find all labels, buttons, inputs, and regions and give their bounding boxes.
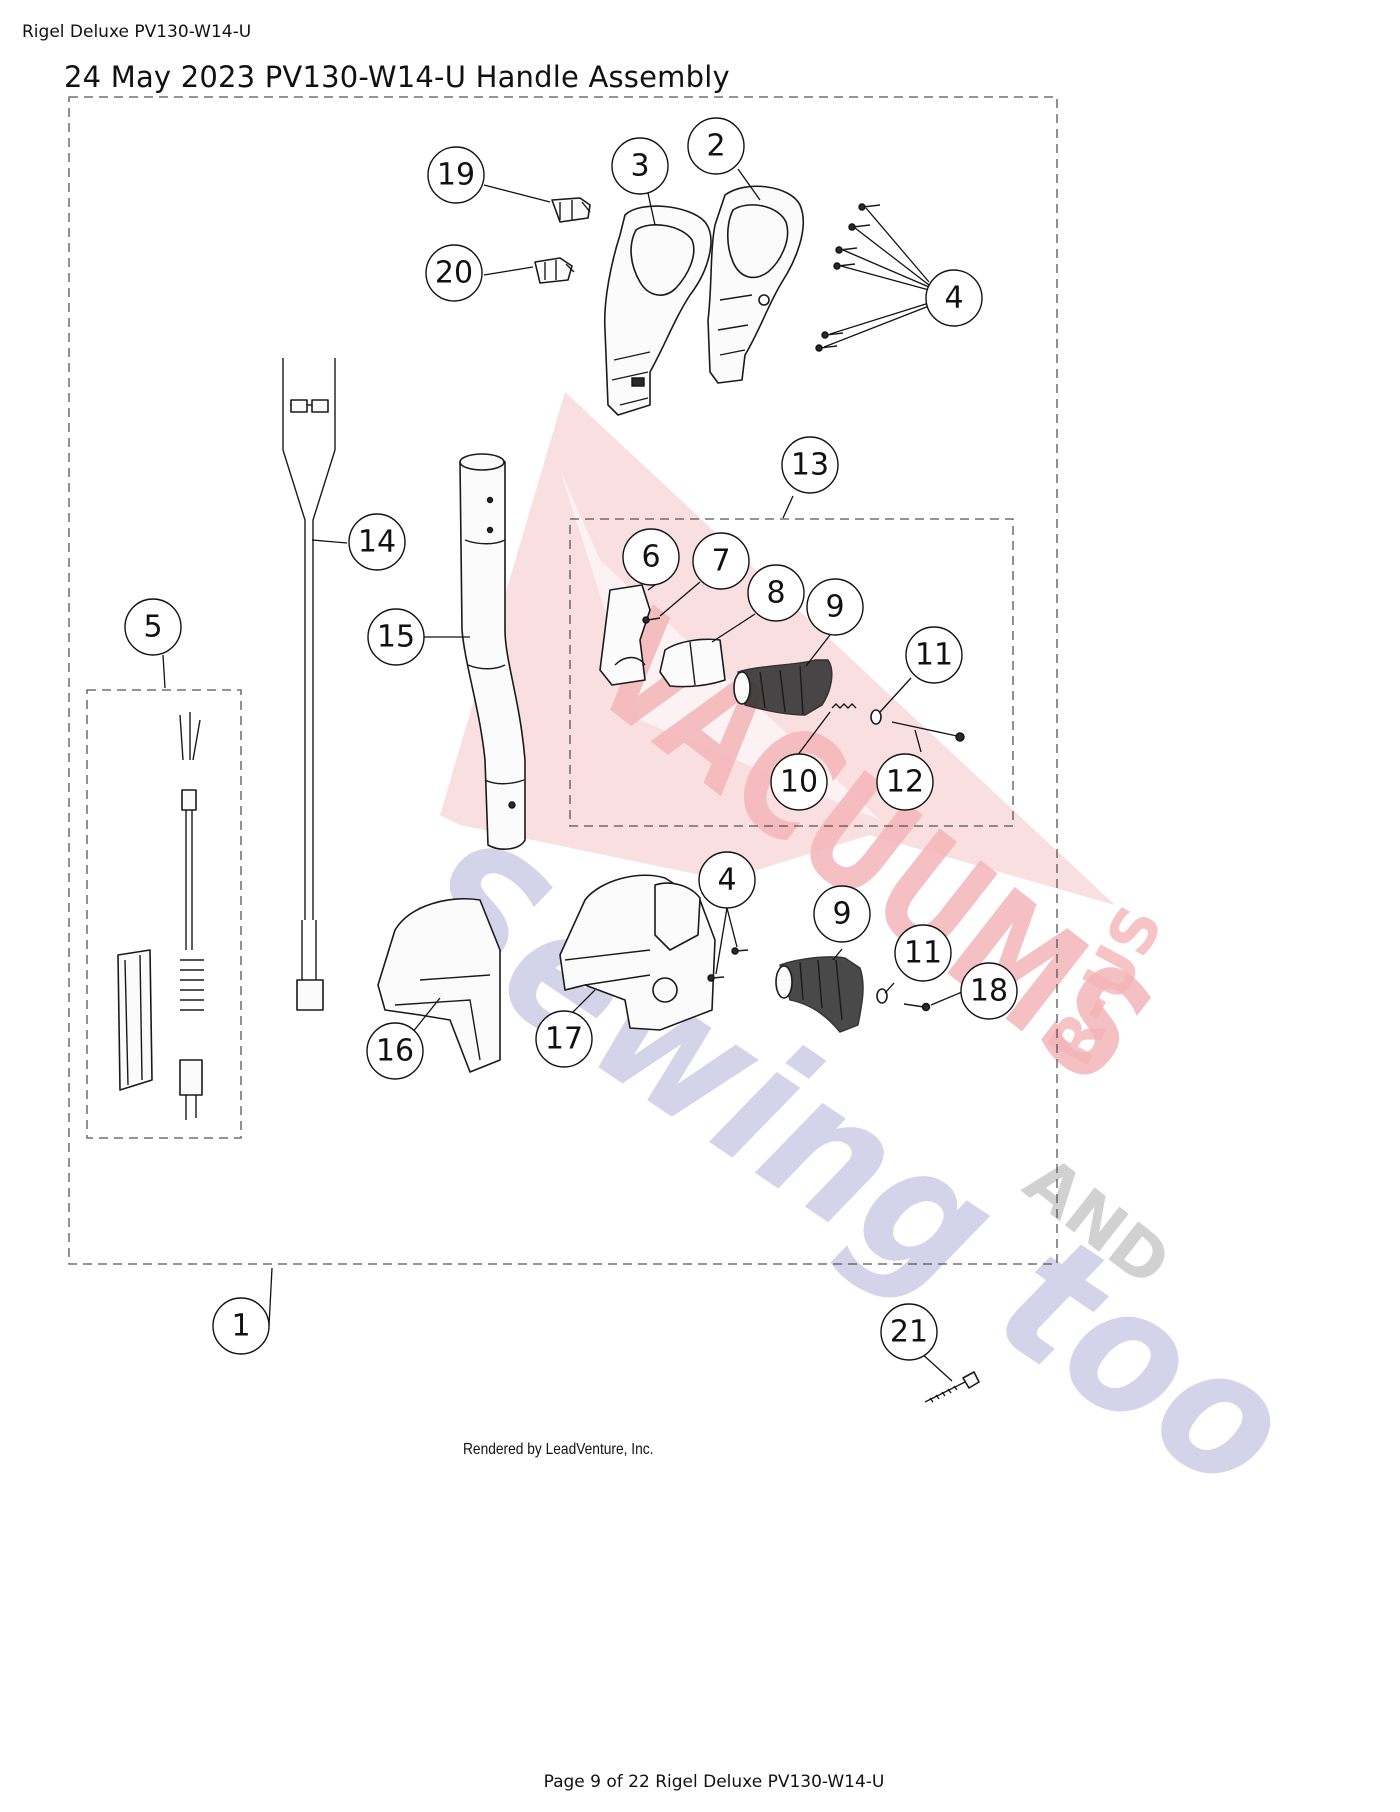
svg-text:5: 5 — [143, 610, 162, 645]
callout-18: 18 — [960, 962, 1018, 1020]
svg-text:2: 2 — [706, 129, 725, 164]
svg-text:19: 19 — [437, 158, 475, 193]
callout-10: 10 — [770, 753, 828, 811]
assembly-1-boundary — [68, 96, 1058, 1265]
callout-16: 16 — [366, 1022, 424, 1080]
part-20-connector — [534, 257, 575, 284]
callout-12: 12 — [876, 753, 934, 811]
svg-text:17: 17 — [545, 1022, 583, 1057]
part-7-screw — [647, 617, 661, 621]
part-4-screws-top — [815, 203, 881, 352]
part-17-front-shell — [559, 874, 716, 1031]
part-3-handle-grip — [603, 205, 712, 416]
svg-text:3: 3 — [630, 149, 649, 184]
svg-text:15: 15 — [377, 620, 415, 655]
diagram-title: 24 May 2023 PV130-W14-U Handle Assembly — [64, 60, 730, 94]
svg-text:14: 14 — [358, 525, 396, 560]
part-19-connector — [551, 197, 591, 223]
page-footer: Page 9 of 22 Rigel Deluxe PV130-W14-U — [543, 1772, 885, 1792]
svg-text:9: 9 — [832, 897, 851, 932]
svg-text:13: 13 — [791, 448, 829, 483]
svg-text:1: 1 — [231, 1309, 250, 1344]
callout-8: 8 — [747, 564, 805, 622]
part-15-handle-tube — [459, 453, 526, 850]
part-4-screws-lower — [707, 947, 749, 982]
callout-11-lower: 11 — [894, 924, 952, 982]
part-6-clip — [599, 584, 651, 686]
part-2-handle-shell — [707, 185, 805, 384]
callout-20: 20 — [425, 244, 483, 302]
part-16-body-shell — [377, 897, 501, 1073]
document-header: Rigel Deluxe PV130-W14-U — [22, 22, 252, 42]
assembly-5-boundary — [86, 689, 242, 1139]
svg-text:11: 11 — [915, 638, 953, 673]
svg-text:8: 8 — [766, 576, 785, 611]
svg-text:11: 11 — [904, 936, 942, 971]
part-11-washer-lower — [876, 988, 888, 1004]
callout-4-top: 4 — [925, 269, 983, 327]
svg-text:9: 9 — [825, 590, 844, 625]
callout-9-lower: 9 — [813, 885, 871, 943]
callout-21: 21 — [880, 1303, 938, 1361]
callout-19: 19 — [427, 146, 485, 204]
part-5-cord-assembly — [117, 712, 204, 1120]
callout-5: 5 — [124, 598, 182, 656]
part-11-washer-upper — [870, 709, 882, 725]
callout-15: 15 — [367, 608, 425, 666]
part-8-cover — [659, 638, 726, 688]
callout-17: 17 — [535, 1010, 593, 1068]
callout-11-upper: 11 — [905, 626, 963, 684]
svg-text:18: 18 — [970, 974, 1008, 1009]
callout-13: 13 — [781, 436, 839, 494]
svg-text:21: 21 — [890, 1315, 928, 1350]
callout-14: 14 — [348, 513, 406, 571]
render-credit: Rendered by LeadVenture, Inc. — [463, 1441, 654, 1458]
part-7-screw-head — [642, 616, 650, 624]
svg-text:4: 4 — [944, 281, 963, 316]
watermark-red-arrow — [440, 392, 1115, 905]
svg-text:6: 6 — [641, 540, 660, 575]
part-9-latch-upper — [733, 659, 833, 716]
svg-text:4: 4 — [717, 863, 736, 898]
svg-text:20: 20 — [435, 256, 473, 291]
svg-text:16: 16 — [376, 1034, 414, 1069]
leader-lines — [162, 168, 963, 1382]
svg-text:12: 12 — [886, 765, 924, 800]
callout-4-lower: 4 — [698, 851, 756, 909]
callout-1: 1 — [212, 1297, 270, 1355]
part-21-bolt — [924, 1371, 980, 1403]
svg-text:10: 10 — [780, 765, 818, 800]
part-9-latch-lower — [775, 956, 864, 1033]
callout-9-upper: 9 — [806, 578, 864, 636]
part-18-screw — [903, 1002, 931, 1012]
callout-3: 3 — [611, 137, 669, 195]
callout-6: 6 — [622, 528, 680, 586]
part-10-spring — [831, 703, 857, 709]
svg-text:7: 7 — [711, 544, 730, 579]
part-12-pin — [891, 721, 965, 742]
part-14-wire-harness — [282, 358, 336, 1011]
callout-2: 2 — [687, 117, 745, 175]
callout-7: 7 — [692, 532, 750, 590]
